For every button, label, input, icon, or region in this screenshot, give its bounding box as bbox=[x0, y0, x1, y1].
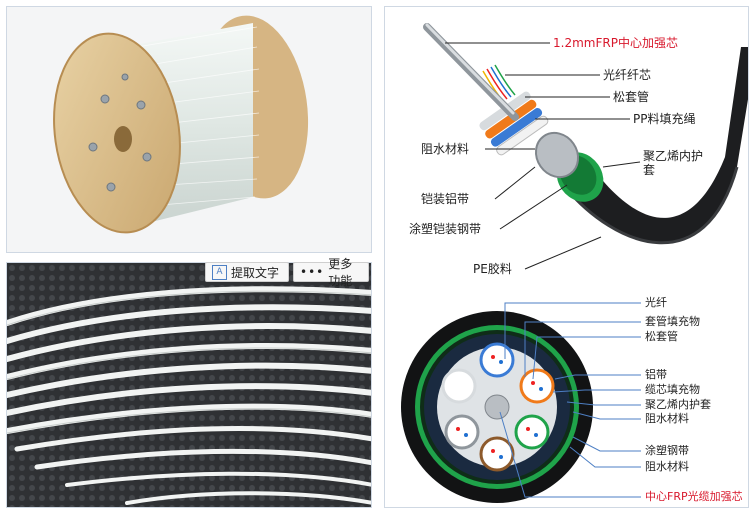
fiber-spool-photo bbox=[6, 6, 372, 253]
xs-frp-center: 中心FRP光缆加强芯 bbox=[645, 490, 743, 503]
callout-fiber-core: 光纤纤芯 bbox=[603, 68, 652, 82]
more-dots-icon: ••• bbox=[300, 265, 325, 279]
cable-structure-diagram: 1.2mmFRP中心加强芯 光纤纤芯 松套管 PP料填充绳 阻水材料 聚乙烯内护… bbox=[384, 6, 749, 508]
fiber-strands-illustration bbox=[7, 263, 371, 507]
text-recognition-icon: A bbox=[212, 264, 227, 280]
xs-fiber: 光纤 bbox=[645, 296, 667, 309]
xs-pe-inner: 聚乙烯内护套 bbox=[645, 398, 711, 411]
callout-loose-tube: 松套管 bbox=[613, 90, 650, 104]
tube-ring bbox=[441, 342, 555, 472]
fiber-strands-photo bbox=[6, 262, 372, 508]
callout-al-tape: 铠装铝带 bbox=[421, 192, 470, 206]
extract-text-button[interactable]: A 提取文字 bbox=[205, 262, 289, 282]
extract-text-label: 提取文字 bbox=[231, 265, 280, 280]
more-features-button[interactable]: ••• 更多功能 bbox=[293, 257, 369, 288]
callout-pe-jacket: PE胶料 bbox=[473, 262, 512, 276]
callout-water-block: 阻水材料 bbox=[421, 142, 470, 156]
xs-water-block-1: 阻水材料 bbox=[645, 412, 689, 425]
xs-al-tape: 铝带 bbox=[645, 368, 667, 381]
callout-steel-tape: 涂塑铠装钢带 bbox=[409, 222, 482, 236]
spool-illustration bbox=[53, 15, 309, 234]
more-features-label: 更多功能 bbox=[328, 257, 353, 288]
xs-coated-steel: 涂塑钢带 bbox=[645, 444, 689, 457]
callout-pe-inner: 聚乙烯内护套 bbox=[643, 149, 704, 177]
xs-core-filler: 缆芯填充物 bbox=[645, 383, 700, 396]
callout-pp-filler: PP料填充绳 bbox=[633, 112, 696, 126]
xs-tube-filler: 套管填充物 bbox=[645, 315, 700, 328]
xs-water-block-2: 阻水材料 bbox=[645, 460, 689, 473]
cable-drawing bbox=[401, 23, 748, 503]
callout-frp: 1.2mmFRP中心加强芯 bbox=[553, 36, 678, 50]
xs-loose-tube: 松套管 bbox=[645, 330, 678, 343]
